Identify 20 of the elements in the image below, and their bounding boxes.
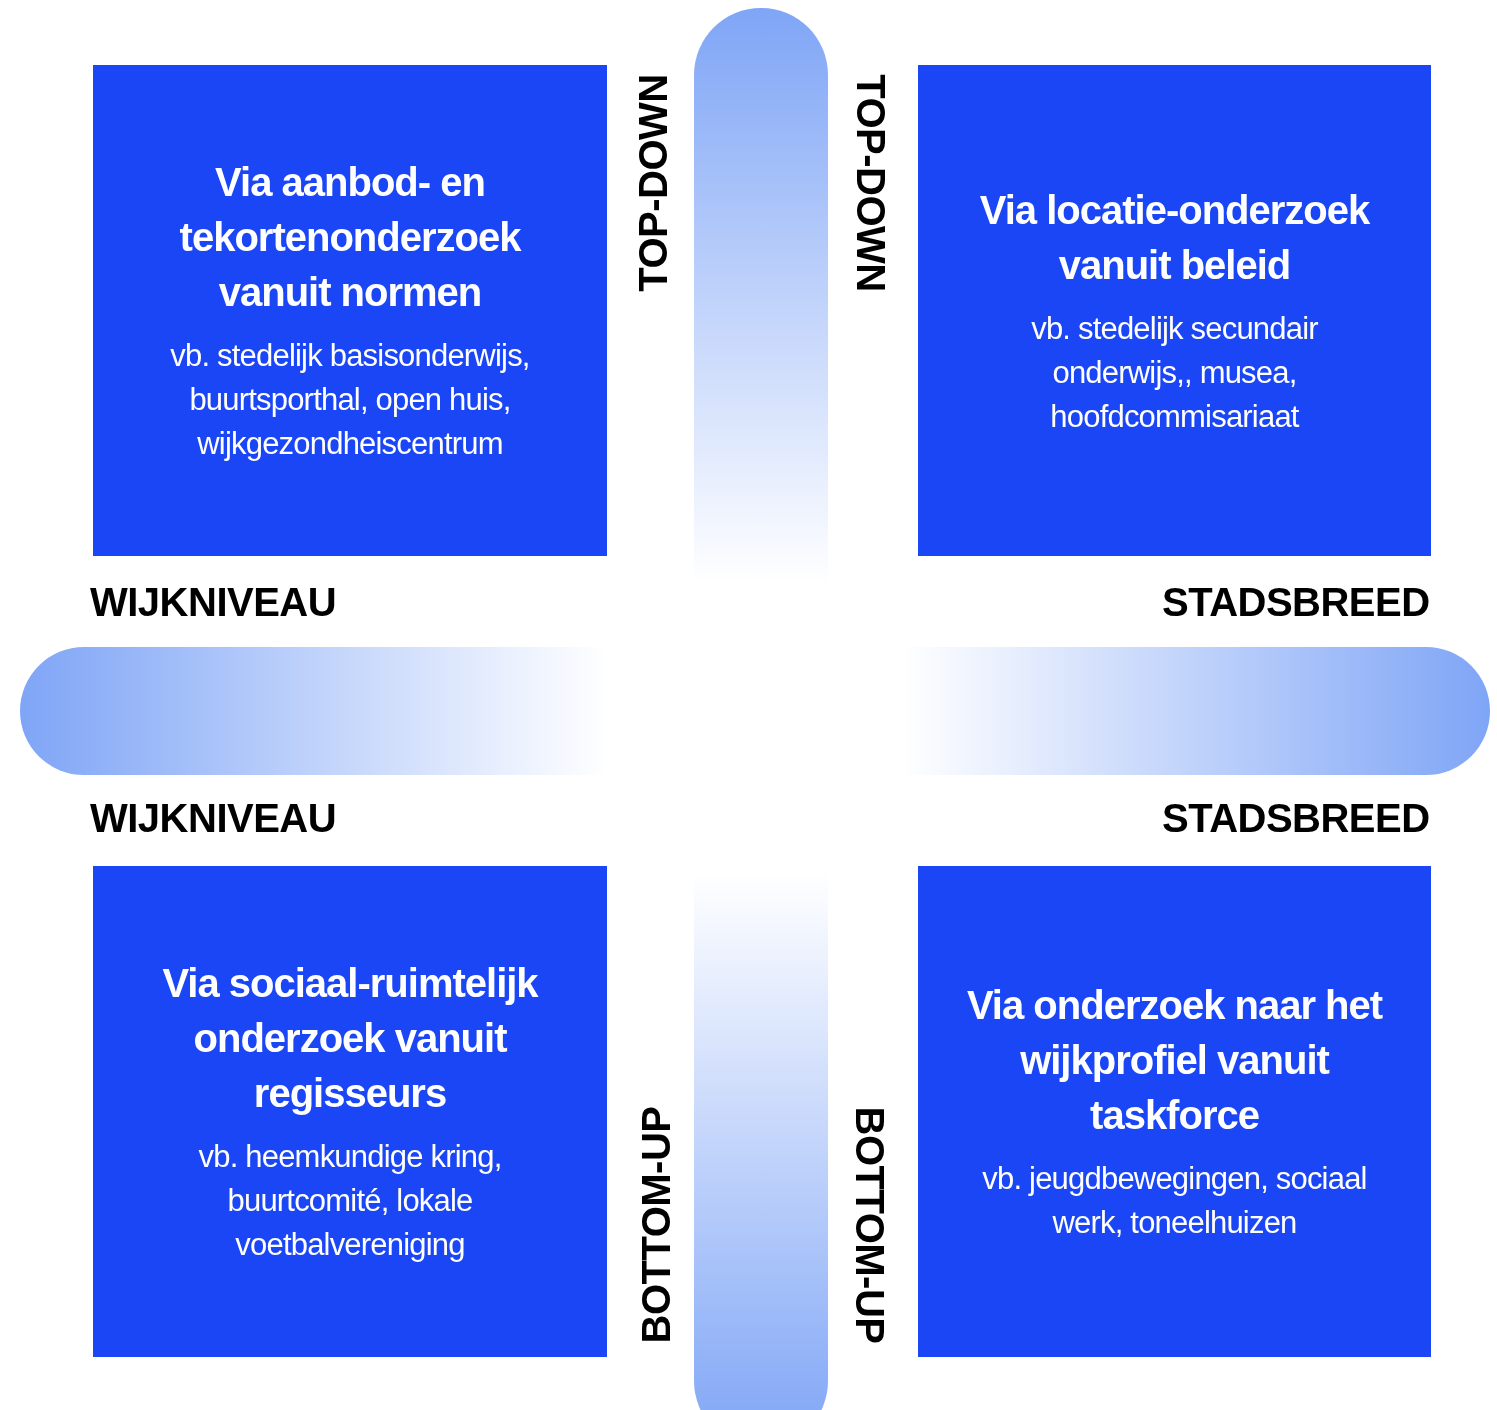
quadrant-heading: Via onderzoek naar het wijkprofiel vanuit taskforce xyxy=(965,982,1384,1139)
quadrant-box xyxy=(918,65,1431,556)
scale-label: WIJKNIVEAU xyxy=(90,796,337,840)
example-text: vb. heemkundige kring, buurtcomité, lokale voetbalvereniging xyxy=(197,1138,503,1264)
axis-label: TOP-DOWN xyxy=(848,74,893,292)
quadrant-heading: Via sociaal-ruimtelijk onderzoek vanuit regisseurs xyxy=(161,960,540,1117)
axis-label: BOTTOM-UP xyxy=(634,1106,678,1344)
example-text: vb. jeugdbewegingen, sociaal werk, toneelhuizen xyxy=(981,1160,1368,1242)
quadrant-heading: Via locatie-onderzoek vanuit beleid xyxy=(978,186,1371,289)
quadrant-box xyxy=(93,65,607,556)
scale-label: STADSBREED xyxy=(1162,580,1430,624)
quadrant-box xyxy=(93,866,607,1357)
example-text: vb. stedelijk basisonderwijs, buurtsporthal, open huis, wijkgezondheiscentrum xyxy=(169,337,531,463)
scale-label: STADSBREED xyxy=(1162,796,1430,840)
axis-label: TOP-DOWN xyxy=(630,74,675,292)
example-text: vb. stedelijk secundair onderwijs,, musea, hoofdcommisariaat xyxy=(1030,309,1319,436)
quadrant-box xyxy=(918,866,1431,1357)
quadrant-heading: Via aanbod- en tekortenonderzoek vanuit normen xyxy=(178,159,523,316)
axis-label: BOTTOM-UP xyxy=(848,1106,892,1344)
scale-label: WIJKNIVEAU xyxy=(90,580,337,624)
